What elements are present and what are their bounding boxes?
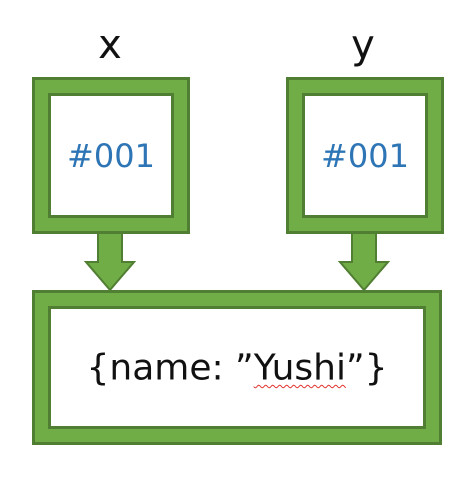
variable-y-reference: #001 <box>321 136 409 175</box>
variable-y-reference-box: #001 <box>286 77 444 234</box>
object-box: {name: ”Yushi”} <box>32 290 442 445</box>
variable-y-label: y <box>351 22 375 68</box>
object-literal: {name: ”Yushi”} <box>48 347 426 388</box>
object-name-value: Yushi <box>253 347 346 388</box>
variable-x-reference-box: #001 <box>32 77 190 234</box>
object-literal-prefix: {name: ” <box>86 347 254 388</box>
object-literal-suffix: ”} <box>345 347 388 388</box>
arrow-y-to-object <box>338 232 390 292</box>
variable-x-reference: #001 <box>67 136 155 175</box>
variable-x-label: x <box>98 22 122 68</box>
arrow-x-to-object <box>84 232 136 292</box>
